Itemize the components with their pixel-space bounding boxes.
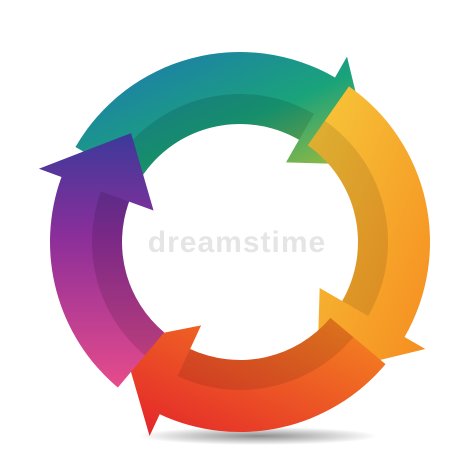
arrow-blue-green (75, 52, 374, 183)
arrow-yellow-orange (307, 86, 430, 376)
arrow-pink-purple (38, 133, 165, 388)
ground-shadow (138, 427, 378, 445)
arrow-orange-red (122, 317, 386, 436)
